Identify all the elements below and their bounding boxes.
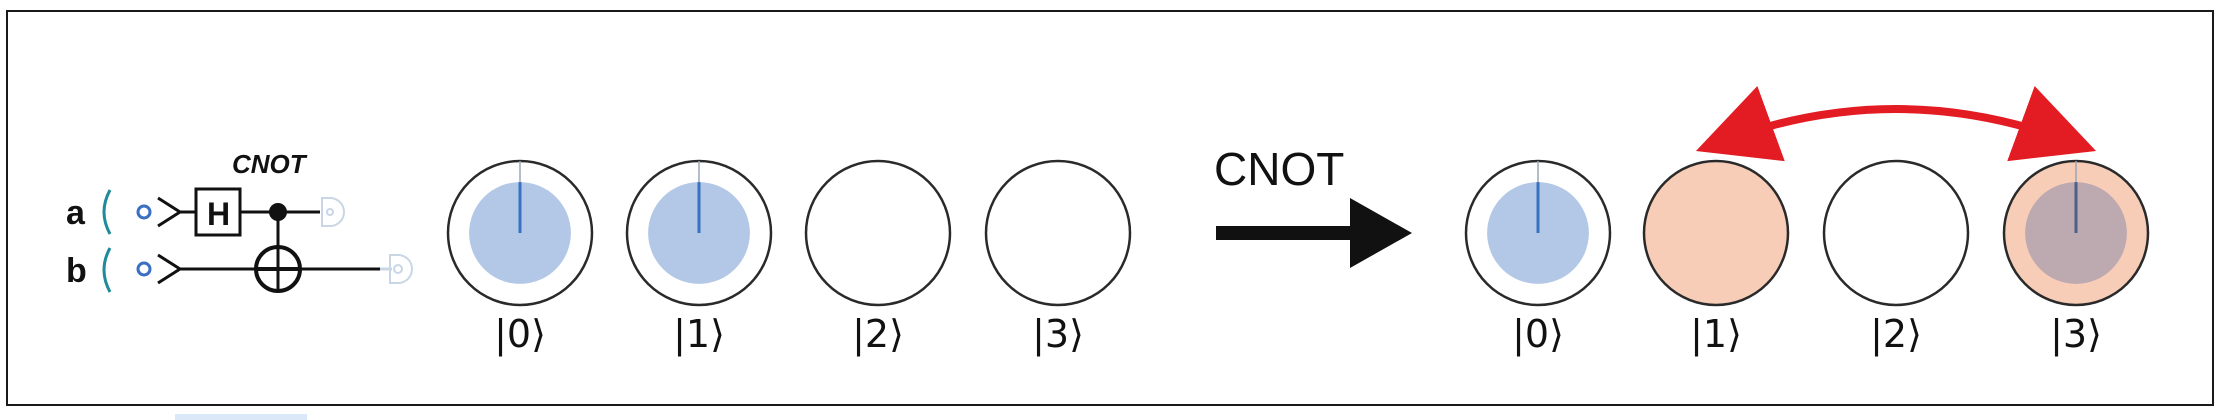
state-label-before-1: |1⟩: [673, 312, 725, 357]
state-outline: [984, 159, 1132, 307]
state-outline: [804, 159, 952, 307]
hadamard-gate-label: H: [207, 196, 230, 232]
wire-a-readout-dot: [326, 208, 334, 216]
figure-frame: [6, 10, 2214, 406]
state-label-after-3: |3⟩: [2050, 312, 2102, 357]
state-amplitude-fill: [648, 182, 750, 284]
wire-a-input-icon: [157, 196, 183, 228]
circuit-title: CNOT: [232, 149, 308, 179]
state-label-after-2: |2⟩: [1870, 312, 1922, 357]
state-outline-highlighted: [1642, 159, 1790, 307]
after-states: |0⟩ |1⟩ |2⟩ |3⟩: [1464, 85, 2150, 357]
state-circle-before-0: [446, 159, 594, 307]
transition-arrow-head-icon: [1350, 198, 1412, 268]
wire-a-init-icon: [136, 204, 152, 220]
wire-label-a: a: [66, 194, 86, 232]
swap-arrow: [1695, 85, 2097, 162]
state-circle-after-0: [1464, 159, 1612, 307]
state-circle-before-3: [984, 159, 1132, 307]
state-outline: [1822, 159, 1970, 307]
state-label-before-2: |2⟩: [852, 312, 904, 357]
wire-b-input-icon: [157, 253, 183, 285]
wire-b-init-icon: [136, 261, 152, 277]
wire-b-readout-icon: [389, 254, 413, 284]
wire-label-b: b: [66, 252, 87, 290]
wire-a-bracket: [102, 189, 112, 235]
state-circle-before-2: [804, 159, 952, 307]
circuit: CNOT a b H: [66, 149, 413, 293]
state-amplitude-fill: [469, 182, 571, 284]
state-circle-after-3: [2002, 159, 2150, 307]
state-circle-after-1: [1642, 159, 1790, 307]
wire-b-readout-dot: [393, 264, 403, 274]
transition-label: CNOT: [1214, 143, 1344, 195]
wire-a-readout-icon: [321, 197, 345, 227]
before-states: |0⟩ |1⟩ |2⟩ |3⟩: [446, 159, 1132, 357]
cnot-control-dot: [269, 203, 287, 221]
state-label-after-1: |1⟩: [1690, 312, 1742, 357]
state-circle-after-2: [1822, 159, 1970, 307]
hadamard-gate: [194, 187, 242, 237]
transition: CNOT: [1214, 143, 1412, 268]
state-amplitude-fill: [2025, 182, 2127, 284]
state-label-before-3: |3⟩: [1032, 312, 1084, 357]
state-amplitude-fill: [1487, 182, 1589, 284]
wire-b-bracket: [102, 247, 112, 293]
state-circle-before-1: [625, 159, 773, 307]
state-label-after-0: |0⟩: [1512, 312, 1564, 357]
selection-tag: [175, 414, 307, 420]
state-label-before-0: |0⟩: [494, 312, 546, 357]
